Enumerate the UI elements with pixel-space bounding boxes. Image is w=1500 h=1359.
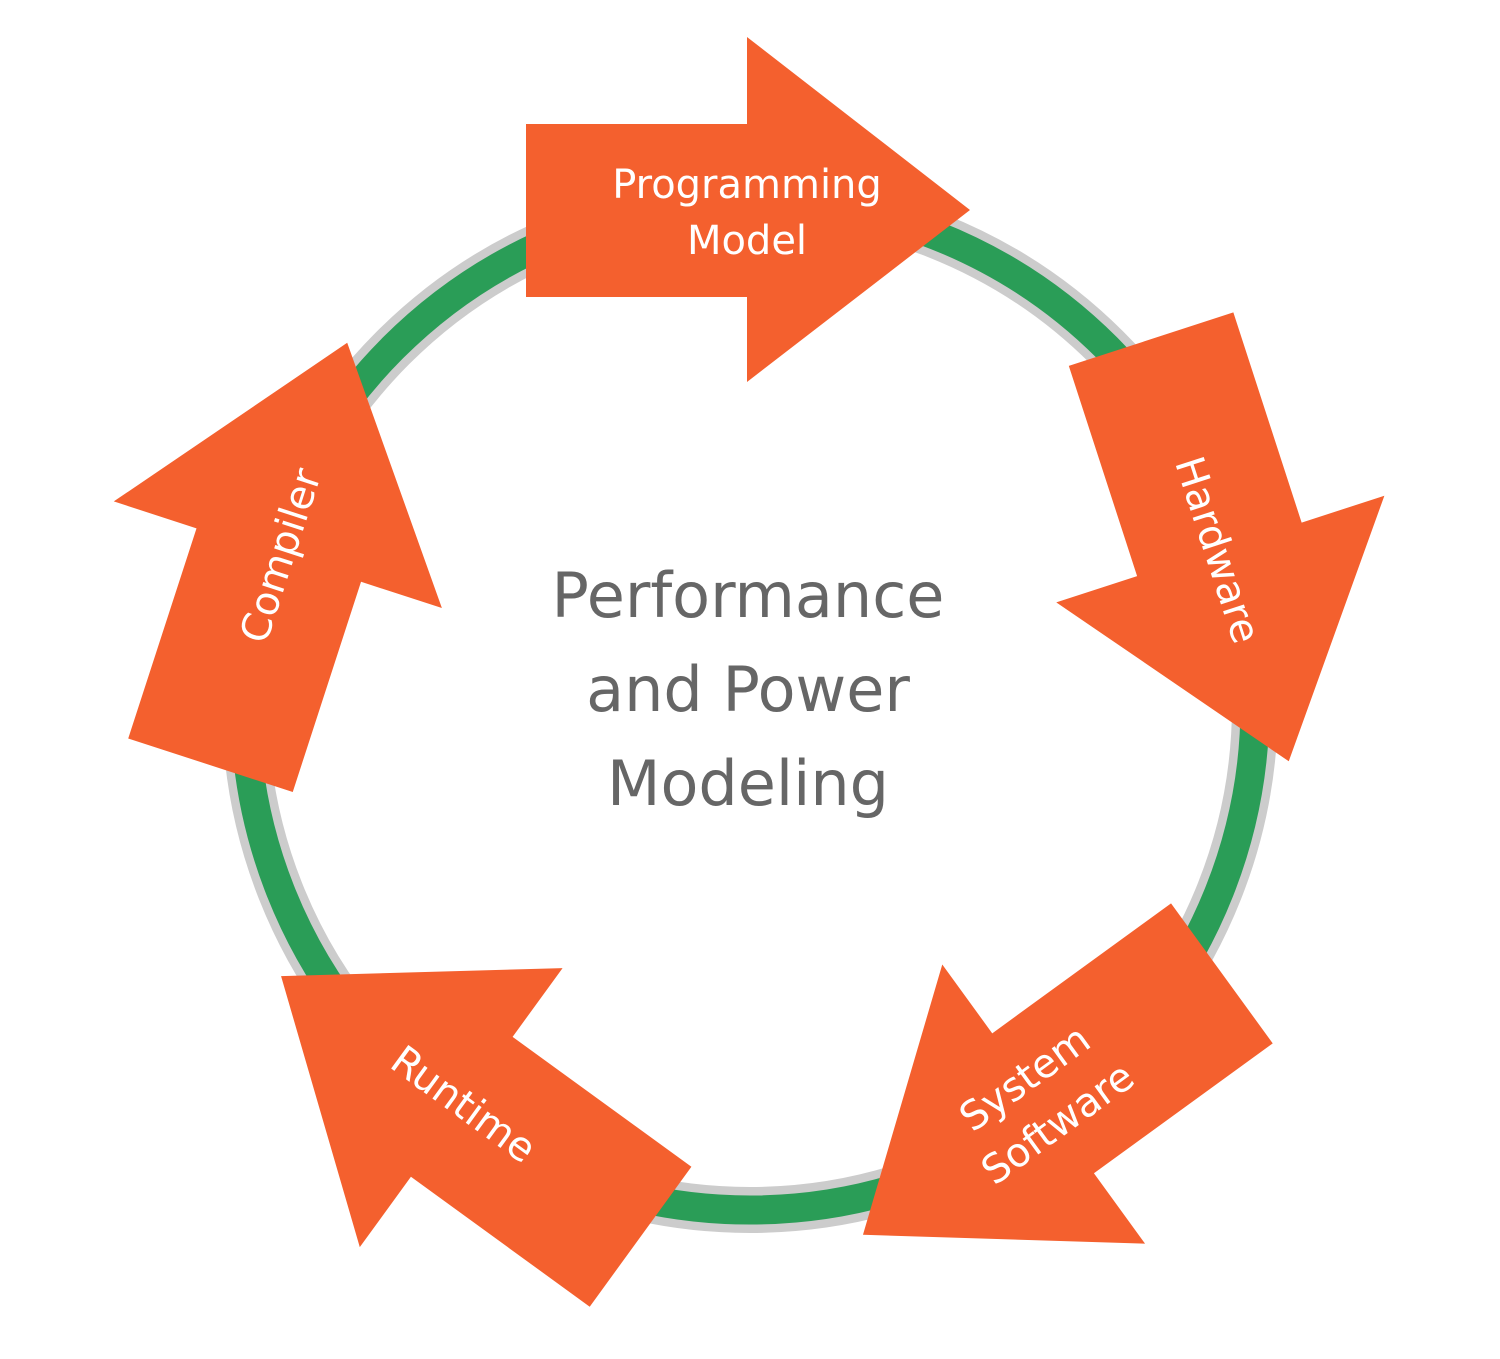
stage-arrow-compiler: Compiler (113, 342, 442, 792)
arrow-shape (113, 342, 442, 792)
stage-arrow-hardware: Hardware (1056, 312, 1385, 762)
arrow-shape (1056, 312, 1385, 762)
stage-arrow-runtime: Runtime (281, 968, 692, 1307)
arrow-shape (281, 968, 692, 1307)
stage-label-line: Model (687, 218, 807, 264)
stage-label-line: Programming (612, 162, 882, 208)
center-title-line-3: Modeling (607, 747, 889, 820)
center-title: Performance and Power Modeling (552, 559, 945, 820)
arrow-shape (526, 37, 970, 382)
center-title-line-1: Performance (552, 559, 945, 632)
arrow-shape (862, 903, 1273, 1244)
center-title-line-2: and Power (586, 653, 910, 726)
